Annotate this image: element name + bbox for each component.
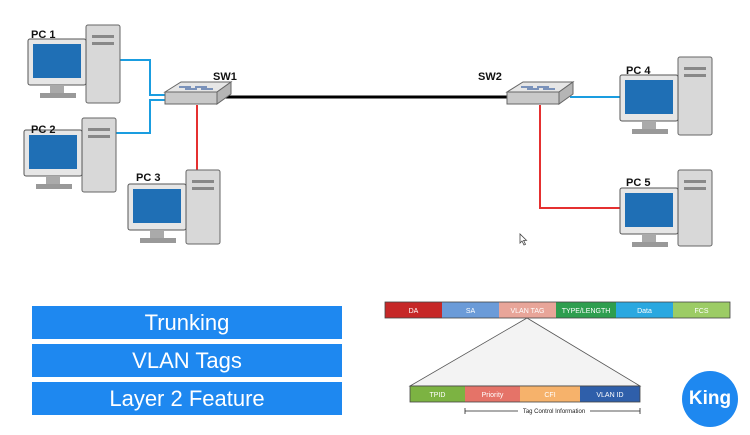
- vlan-tag-breakdown: TPID Priority CFI VLAN ID Tag Control In…: [409, 385, 641, 415]
- computer-icon: [127, 169, 221, 245]
- feature-trunking: Trunking: [32, 306, 342, 339]
- tag-label-priority: Priority: [482, 392, 504, 399]
- link-pc2-sw1: [108, 99, 170, 134]
- frame-label-da: DA: [409, 308, 419, 315]
- king-logo: King: [682, 371, 738, 427]
- frame-field-da: [385, 302, 442, 318]
- frame-label-vlan-tag: VLAN TAG: [511, 308, 545, 315]
- pc-5: [619, 169, 713, 247]
- link-pc1-sw1: [112, 59, 170, 96]
- frame-label-sa: SA: [466, 308, 476, 315]
- frame-field-data: [616, 302, 673, 318]
- pc-4: [619, 56, 713, 136]
- switch-icon: [163, 81, 233, 105]
- frame-field-type-length: [556, 302, 616, 318]
- tag-field-priority: [465, 386, 520, 402]
- computer-icon: [619, 169, 713, 247]
- switch-icon: [505, 81, 575, 105]
- pc-3: [127, 169, 221, 245]
- tci-label: Tag Control Information: [523, 409, 585, 415]
- pc2-label: PC 2: [31, 124, 55, 136]
- pc-2: [23, 117, 117, 193]
- frame-label-data: Data: [637, 308, 652, 315]
- computer-icon: [23, 117, 117, 193]
- feature-vlan-tags: VLAN Tags: [32, 344, 342, 377]
- tag-expansion-triangle: [408, 317, 642, 387]
- switch-sw2: [505, 81, 575, 105]
- feature-layer2: Layer 2 Feature: [32, 382, 342, 415]
- tag-label-cfi: CFI: [544, 392, 555, 399]
- link-sw2-pc5: [539, 105, 625, 209]
- mouse-cursor-icon: [519, 233, 528, 246]
- tag-field-vlan-id: [580, 386, 640, 402]
- pc4-label: PC 4: [626, 65, 651, 77]
- tag-label-vlan-id: VLAN ID: [596, 392, 623, 399]
- sw1-label: SW1: [213, 71, 237, 83]
- tag-label-tpid: TPID: [430, 392, 446, 399]
- switch-sw1: [163, 81, 233, 105]
- computer-icon: [619, 56, 713, 136]
- pc1-label: PC 1: [31, 29, 55, 41]
- sw2-label: SW2: [478, 71, 502, 83]
- frame-field-sa: [442, 302, 499, 318]
- frame-label-type-length: TYPE/LENGTH: [562, 308, 611, 315]
- frame-field-vlan-tag: [499, 302, 556, 318]
- tag-field-cfi: [520, 386, 580, 402]
- pc-1: [27, 24, 121, 104]
- pc3-label: PC 3: [136, 172, 160, 184]
- frame-label-fcs: FCS: [695, 308, 709, 315]
- network-links: [108, 59, 625, 209]
- ethernet-frame: DA SA VLAN TAG TYPE/LENGTH Data FCS: [384, 301, 731, 319]
- pc5-label: PC 5: [626, 177, 650, 189]
- tag-field-tpid: [410, 386, 465, 402]
- frame-field-fcs: [673, 302, 730, 318]
- computer-icon: [27, 24, 121, 104]
